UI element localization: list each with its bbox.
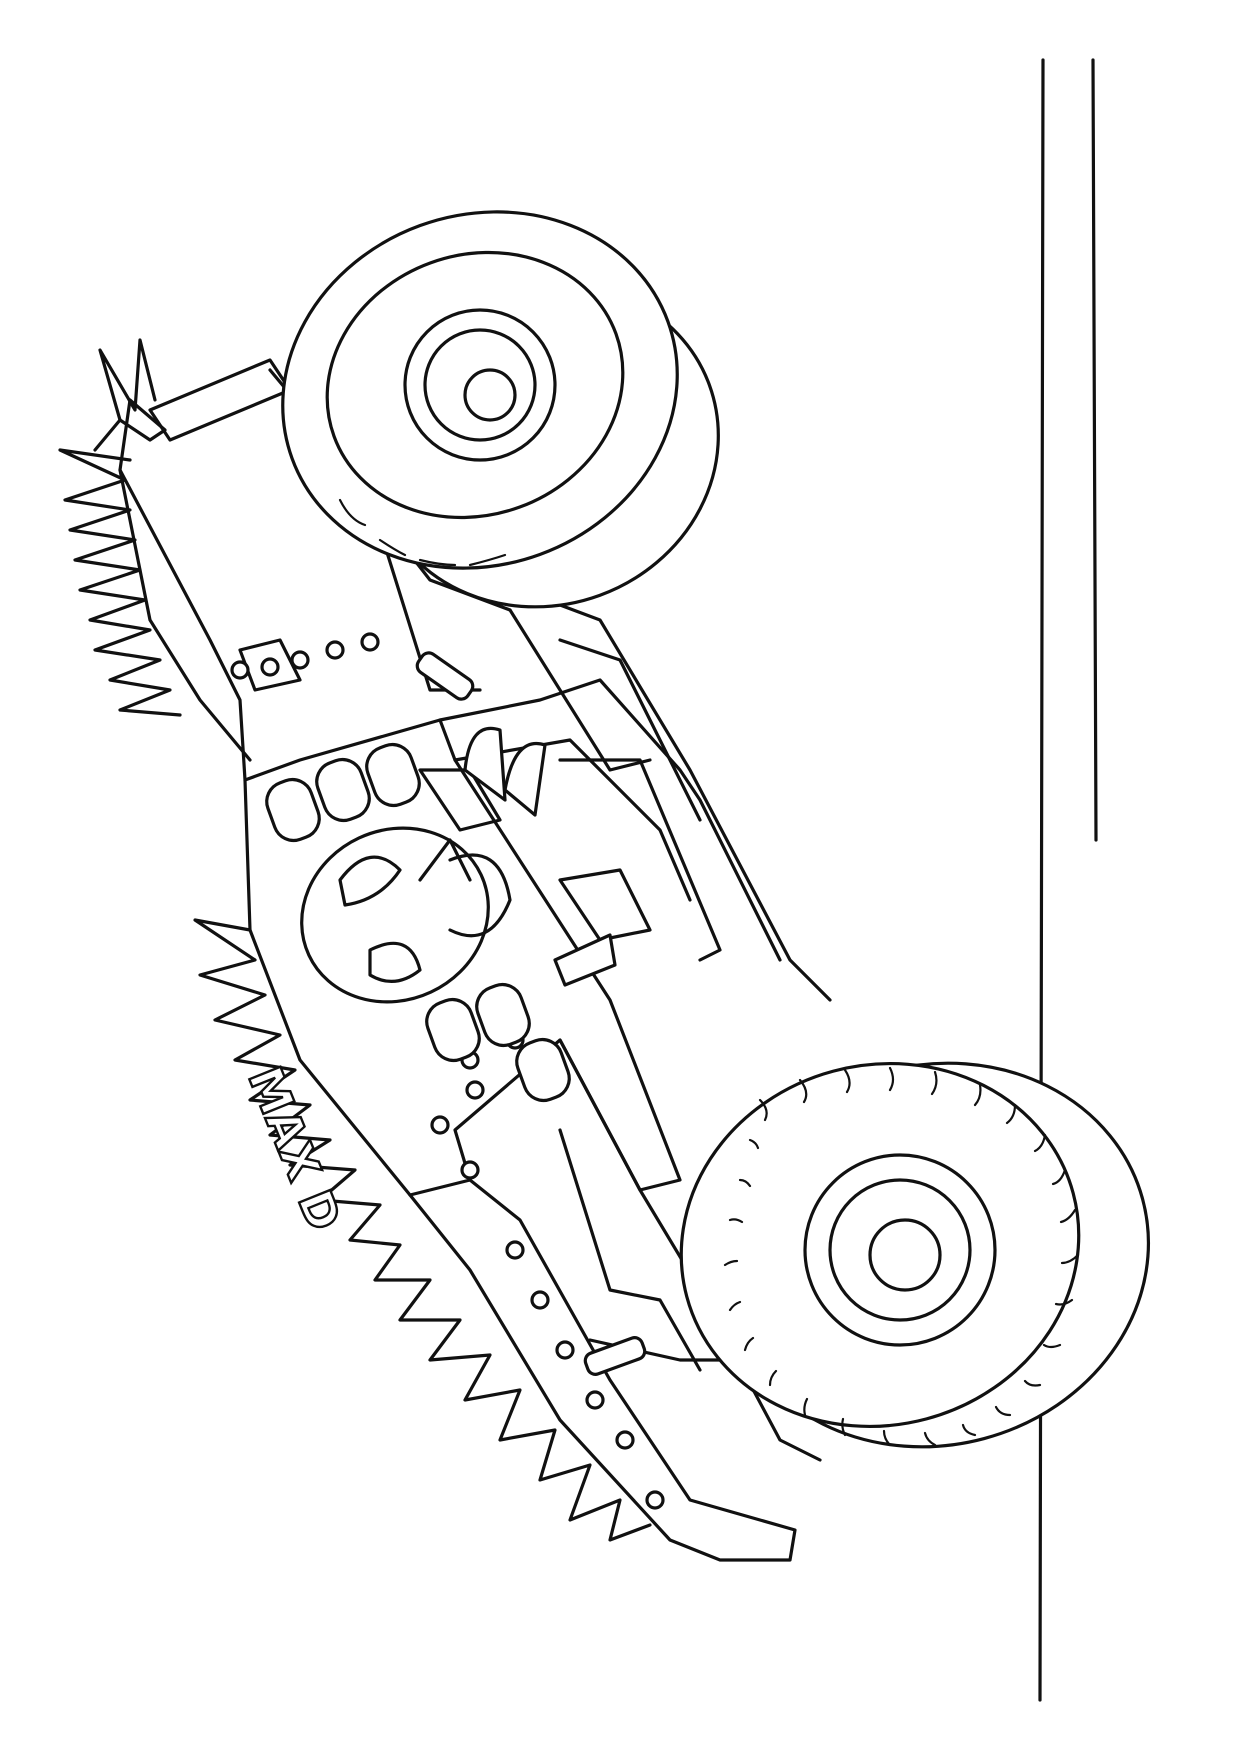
skull-face bbox=[265, 726, 617, 1103]
wheel-rear bbox=[679, 1061, 1151, 1449]
spikes-top bbox=[58, 338, 182, 717]
watermark bbox=[1188, 40, 1218, 230]
ground-lines bbox=[1038, 58, 1098, 1702]
spikes-bottom bbox=[193, 918, 652, 1542]
suspension bbox=[415, 651, 647, 1376]
wheel-front bbox=[281, 210, 720, 609]
